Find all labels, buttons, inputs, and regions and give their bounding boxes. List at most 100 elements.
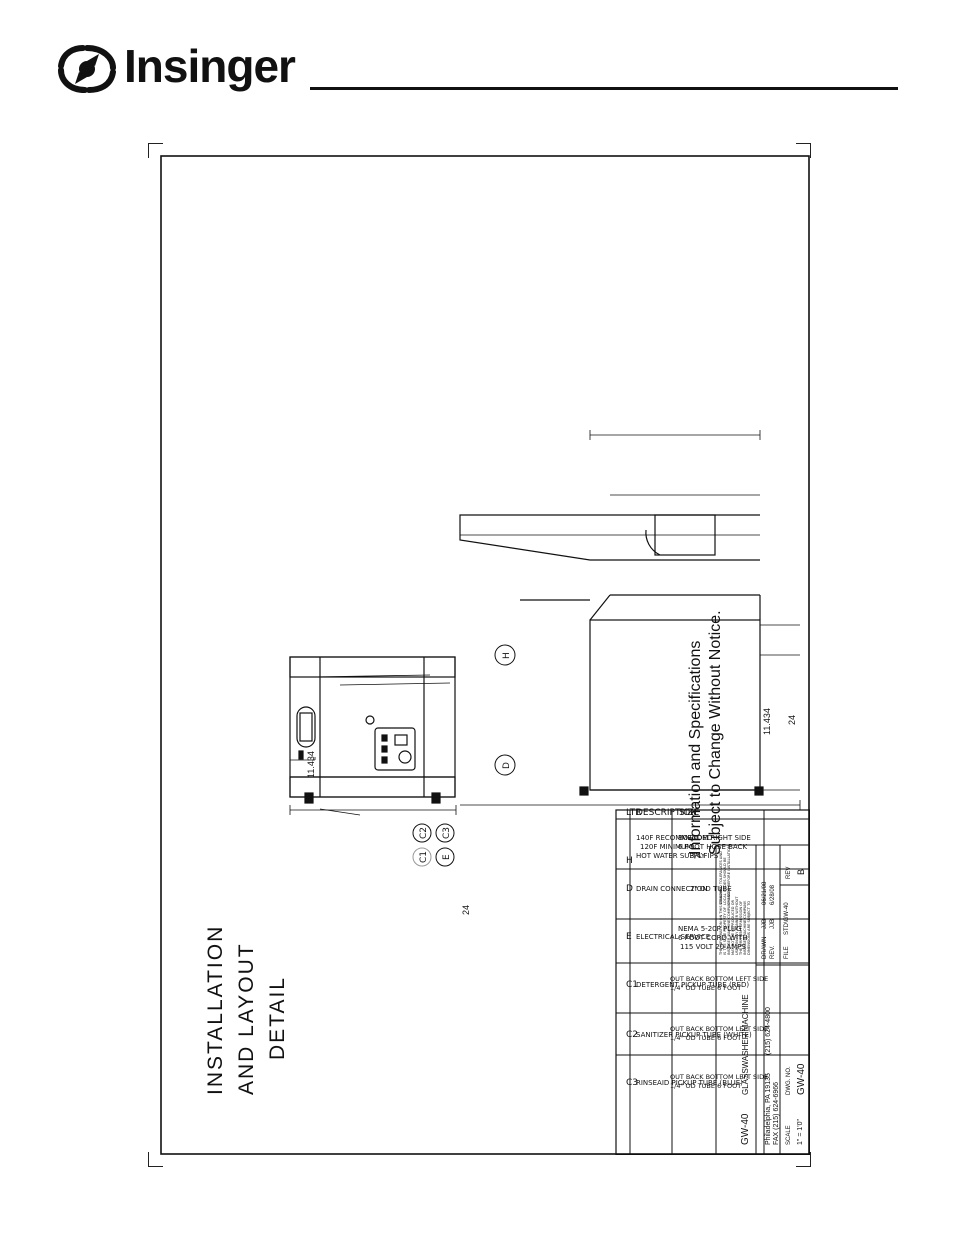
disclaimer-line: MAY NOT BE REPRODUCED OR <box>731 899 735 955</box>
crop-mark <box>148 143 163 158</box>
connection-table <box>615 809 810 1155</box>
tb-product: GLASSWASHER MACHINE <box>741 994 750 1095</box>
dim-24: 24 <box>461 905 471 915</box>
connection-table-text: LTR DESCRIPTION SIZE H HOT WATER SUPPLY … <box>626 808 768 1090</box>
callout-c2: C2 <box>419 827 429 839</box>
title-block <box>715 844 810 1155</box>
table-cell: OUT BACK BOTTOM LEFT SIDE <box>670 1073 768 1081</box>
table-cell: DETERGENT PICKUP TUBE (RED) <box>636 981 749 989</box>
tb-file: STD\GW-40 <box>784 902 790 935</box>
disclaimer-line: THE INFORMATION ON THIS DRAWING <box>719 887 723 956</box>
table-header-size: SIZE <box>679 808 700 818</box>
disclaimer-line: IS THE SOLE PROPERTY OF <box>723 907 727 955</box>
tb-model: GW-40 <box>740 1113 751 1145</box>
table-cell: OUT BACK BOTTOM LEFT SIDE <box>670 975 768 983</box>
table-cell: HOT WATER SUPPLY <box>636 852 706 860</box>
tb-rev-by: JJB <box>770 919 776 929</box>
tb-city: Philadelphia, PA 19135 <box>765 1073 772 1145</box>
table-cell: 115 VOLT 20 AMPS <box>680 943 746 951</box>
tb-rev-date: 6/28/08 <box>770 884 776 905</box>
table-cell: BOTTOM RIGHT SIDE <box>678 834 751 842</box>
title-line: INSTALLATION <box>204 925 227 1095</box>
crop-mark <box>148 1152 163 1167</box>
title-block-text: GW-40 GLASSWASHER MACHINE Philadelphia, … <box>740 867 807 1145</box>
side-view-labels: 24 11.434 <box>762 708 797 735</box>
side-view-dimensions <box>460 430 801 810</box>
table-header-ltr: LTR <box>626 808 642 818</box>
front-view-dimensions <box>289 757 457 816</box>
rotated-drawing: INSTALLATION AND LAYOUT DETAIL LTR DESCR… <box>160 155 810 1155</box>
disclaimer-line: CHECKED BEFORE INSTALLATION. <box>727 844 731 905</box>
callout-c1: C1 <box>419 851 429 863</box>
info-line-2: Subject to Change Without Notice. <box>707 610 724 855</box>
table-cell: H <box>626 856 633 866</box>
insinger-logo-icon <box>58 45 116 93</box>
table-cell: RINSEAID PICKUP TUBE (BLUE) <box>636 1079 743 1087</box>
tb-drawn-date: 06/21/08 <box>762 881 768 905</box>
page-header: Insinger <box>0 0 954 110</box>
chemical-callouts: C1 C2 C3 E <box>412 823 455 867</box>
tb-scale: 1" = 1'0" <box>797 1119 804 1145</box>
table-cell: C1 <box>626 980 638 990</box>
callout-h-circle <box>494 644 516 666</box>
table-cell: 2" OD TUBE <box>690 885 732 893</box>
front-view-labels: 24 11.434 H D <box>306 644 516 915</box>
tb-fax: FAX (215) 624-6966 <box>773 1082 780 1145</box>
table-cell: 6 FOOT HOSE BACK <box>678 843 747 851</box>
callout-e: E <box>442 854 452 860</box>
callout-d: D <box>502 762 512 769</box>
table-cell: OUT BACK BOTTOM LEFT SIDE <box>670 1025 768 1033</box>
table-cell: 1/4" OD TUBE 6 FOOT <box>670 984 741 992</box>
table-cell: C2 <box>626 1030 638 1040</box>
info-line-1: Information and Specifications <box>687 641 704 855</box>
brand-name: Insinger <box>124 40 296 92</box>
tb-dwg-label: DWG. NO. <box>786 1066 792 1095</box>
title-line: DETAIL <box>266 976 289 1060</box>
disclaimer-line: THE WRITTEN PERMISSION OF <box>739 901 743 956</box>
disclaimer-line: INSINGER MACHINE COMPANY. <box>743 900 747 955</box>
table-cell: E <box>626 932 632 942</box>
disclaimer-line: USED IN ANY MANNER WITHOUT <box>735 896 739 955</box>
table-cell: SANITIZER PICKUP TUBE (WHITE) <box>636 1031 752 1039</box>
table-cell: 3/4 FIPS <box>690 852 719 860</box>
drawing-title: INSTALLATION AND LAYOUT DETAIL <box>204 925 289 1095</box>
table-cell: 120F MINIMUM <box>640 843 692 851</box>
tb-rev-col-label: REV <box>786 867 792 879</box>
table-cell: D <box>626 884 633 894</box>
information-notice: Information and Specifications Subject t… <box>687 610 724 855</box>
table-cell: C3 <box>626 1078 638 1088</box>
disclaimer-line: INSINGER MACHINE COMPANY AND <box>727 892 731 955</box>
dim-11434-side: 11.434 <box>762 708 772 735</box>
table-header-description: DESCRIPTION <box>636 808 697 818</box>
disclaimer-line: DIMENSIONS ARE SUBJECT TO <box>747 901 751 955</box>
dim-11434: 11.434 <box>306 751 316 778</box>
table-cell: 6 FOOT CORD WITH <box>678 934 748 942</box>
header-rule <box>310 87 898 90</box>
table-cell: NEMA 5-20P PLUG <box>678 925 741 933</box>
crop-mark <box>796 143 811 158</box>
dim-24-side: 24 <box>787 715 797 725</box>
disclaimer-line: LOCAL CODES SHOULD BE <box>723 857 727 905</box>
tb-dwg-no: GW-40 <box>796 1063 807 1095</box>
tb-drawn-by: JJB <box>762 919 768 929</box>
drawing-border <box>160 155 810 1155</box>
title-block-disclaimer: THE INFORMATION ON THIS DRAWING IS THE S… <box>719 844 751 956</box>
table-cell: ELECTRICAL SERVICE <box>636 933 710 941</box>
table-cell: 140F RECOMMENDED <box>636 834 712 842</box>
front-view <box>289 656 456 804</box>
title-line: AND LAYOUT <box>235 942 258 1095</box>
crop-mark <box>796 1152 811 1167</box>
disclaimer-line: STANDARD TOLERANCES AND <box>719 851 723 905</box>
table-cell: 1/4" OD TUBE 6 FOOT <box>670 1082 741 1090</box>
callout-d-circle <box>494 754 516 776</box>
installation-drawing: INSTALLATION AND LAYOUT DETAIL LTR DESCR… <box>160 155 810 1155</box>
tb-drawn-label: DRAWN <box>762 937 768 959</box>
tb-file-label: FILE <box>784 946 790 959</box>
table-cell: 1/4" OD TUBE 6 FOOT <box>670 1034 741 1042</box>
tb-scale-label: SCALE <box>786 1125 792 1145</box>
tb-rev-label: REV. <box>770 945 776 959</box>
callout-h: H <box>502 652 512 659</box>
tb-phone: (215) 624-4800 <box>765 1007 772 1055</box>
callout-c3: C3 <box>442 827 452 839</box>
drawing-sheet: INSTALLATION AND LAYOUT DETAIL LTR DESCR… <box>160 155 810 1155</box>
